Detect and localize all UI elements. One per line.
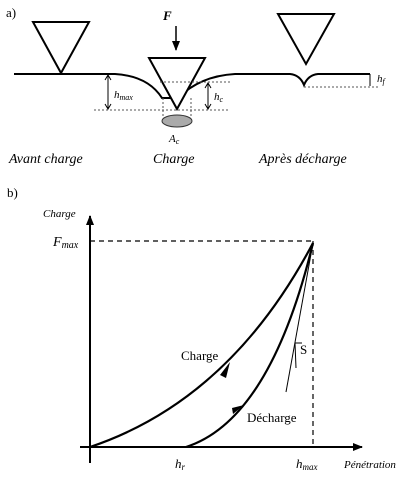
sample-surface [14, 73, 370, 99]
loading-curve [89, 242, 314, 449]
hmax-label: hmax [114, 89, 133, 102]
stage-before-load: Avant charge [8, 152, 83, 167]
stiffness-triangle-base [294, 342, 297, 369]
indenter-under-load [147, 57, 207, 112]
x-axis-title: Pénétration [343, 459, 396, 471]
contact-area-label: Ac [168, 133, 180, 146]
stage-after-unload: Après décharge [258, 152, 347, 167]
panel-a-label: a) [6, 5, 16, 20]
stiffness-label: S [300, 342, 307, 357]
unloading-curve [185, 242, 315, 449]
loading-direction-arrow [220, 362, 230, 378]
panel-b-label: b) [7, 185, 18, 200]
hf-label: hf [377, 73, 387, 86]
unloading-curve-label: Décharge [247, 410, 297, 425]
fmax-label: Fmax [52, 235, 79, 251]
indenter-before-load [31, 21, 91, 76]
unloading-direction-arrow [232, 405, 244, 414]
stiffness-tangent [285, 242, 314, 393]
hc-label: hc [214, 91, 224, 104]
contact-area-ellipse [161, 114, 193, 128]
force-label: F [162, 8, 172, 23]
loading-curve-label: Charge [181, 348, 219, 363]
stage-under-load: Charge [153, 152, 194, 167]
y-axis-title: Charge [43, 208, 76, 220]
hmax-axis-label: hmax [296, 456, 318, 472]
hr-label: hr [175, 456, 186, 472]
indenter-after-unload [276, 13, 336, 67]
